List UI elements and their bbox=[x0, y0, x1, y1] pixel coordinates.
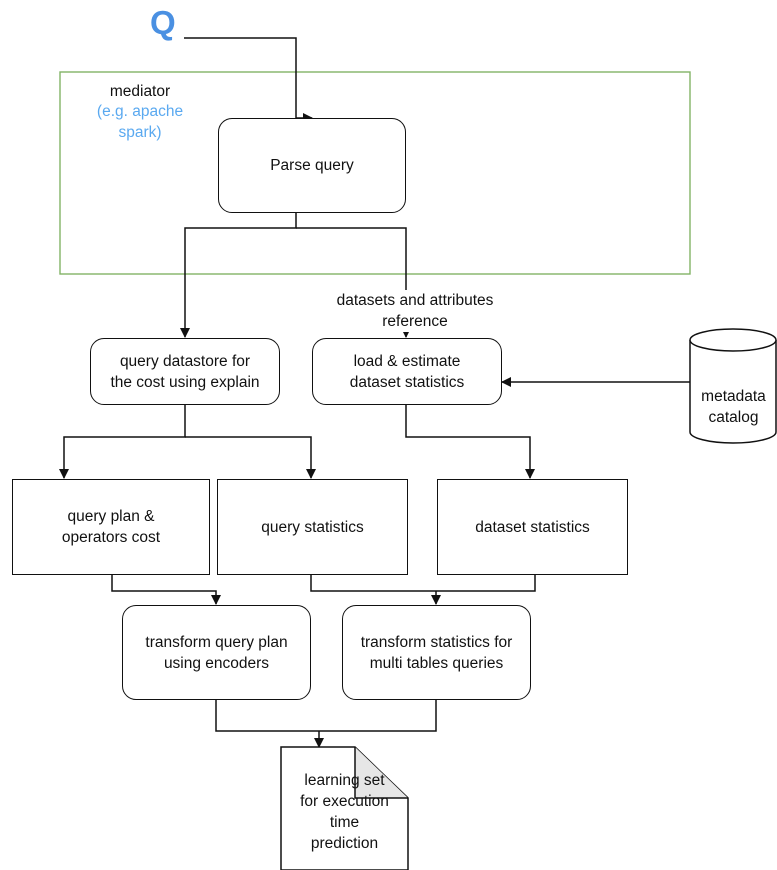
edge-plan-to-transform bbox=[111, 575, 221, 605]
query-datastore-node: query datastore for the cost using expla… bbox=[90, 338, 280, 405]
dataset-statistics-label: dataset statistics bbox=[475, 518, 590, 536]
load-estimate-node: load & estimate dataset statistics bbox=[312, 338, 502, 405]
query-statistics-node: query statistics bbox=[217, 479, 408, 575]
metadata-catalog-label: metadata catalog bbox=[701, 388, 766, 426]
edge-datastore-to-querystats bbox=[185, 436, 316, 479]
edge-q-to-parse bbox=[184, 37, 297, 118]
edge-datastore-split bbox=[59, 405, 186, 479]
query-plan-label: query plan & operators cost bbox=[61, 508, 161, 546]
learning-set-document bbox=[280, 746, 409, 870]
query-q-icon: Q bbox=[150, 4, 176, 41]
transform-statistics-label: transform statistics for multi tables qu… bbox=[360, 633, 513, 672]
mediator-frame bbox=[59, 71, 691, 275]
mediator-example: (e.g. apache spark) bbox=[96, 103, 184, 141]
load-estimate-label: load & estimate dataset statistics bbox=[349, 352, 465, 391]
edge-load-to-datasetstats bbox=[405, 405, 535, 479]
learning-set-label: learning set for execution time predicti… bbox=[300, 772, 389, 852]
transform-query-plan-label: transform query plan using encoders bbox=[145, 633, 288, 672]
dataset-statistics-node: dataset statistics bbox=[437, 479, 628, 575]
edge-parse-to-datastore bbox=[180, 213, 297, 338]
mediator-label: mediator bbox=[109, 83, 171, 100]
metadata-catalog-cylinder bbox=[689, 328, 777, 444]
query-statistics-label: query statistics bbox=[261, 518, 364, 536]
query-plan-node: query plan & operators cost bbox=[12, 479, 210, 575]
parse-query-node: Parse query bbox=[218, 118, 406, 213]
edge-querystats-to-transformstats bbox=[310, 575, 536, 592]
transform-query-plan-node: transform query plan using encoders bbox=[122, 605, 311, 700]
query-datastore-label: query datastore for the cost using expla… bbox=[110, 352, 260, 391]
edge-transforms-to-learning bbox=[215, 700, 437, 732]
datasets-reference-label: datasets and attributes reference bbox=[300, 290, 530, 332]
transform-statistics-node: transform statistics for multi tables qu… bbox=[342, 605, 531, 700]
parse-query-label: Parse query bbox=[270, 157, 354, 174]
